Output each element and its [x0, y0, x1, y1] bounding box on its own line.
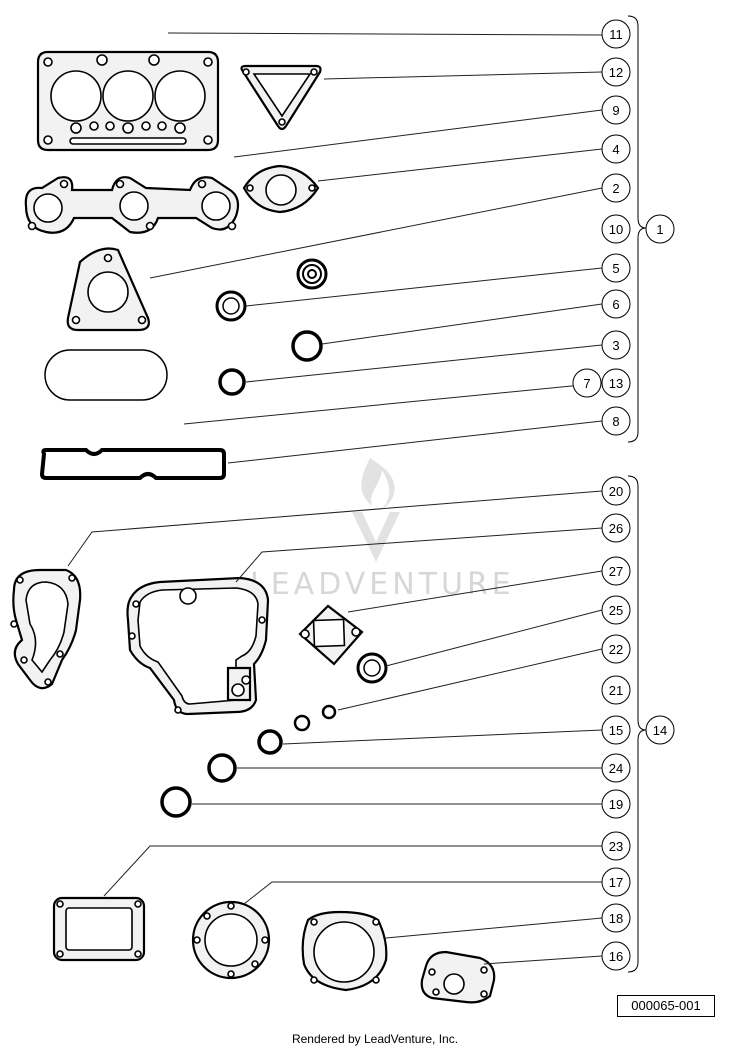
- callout-2[interactable]: 2: [601, 173, 631, 203]
- svg-text:21: 21: [609, 683, 623, 698]
- callout-18[interactable]: 18: [601, 903, 631, 933]
- callout-25[interactable]: 25: [601, 595, 631, 625]
- svg-text:2: 2: [612, 181, 619, 196]
- leader-lines: [67, 32, 603, 965]
- valve-stem-seal[interactable]: [296, 258, 328, 290]
- callout-15[interactable]: 15: [601, 715, 631, 745]
- svg-text:6: 6: [612, 297, 619, 312]
- svg-text:27: 27: [609, 564, 623, 579]
- callout-26[interactable]: 26: [601, 513, 631, 543]
- svg-text:26: 26: [609, 521, 623, 536]
- o-ring-19[interactable]: [160, 786, 192, 818]
- small-plate-gasket[interactable]: [420, 950, 496, 1004]
- svg-text:22: 22: [609, 642, 623, 657]
- svg-text:14: 14: [653, 723, 667, 738]
- round-plate-gasket[interactable]: [191, 900, 271, 980]
- callout-9[interactable]: 9: [601, 95, 631, 125]
- svg-text:7: 7: [583, 376, 590, 391]
- cover-gasket[interactable]: [52, 896, 146, 962]
- watermark-text: LEADVENTURE: [250, 567, 515, 602]
- svg-text:18: 18: [609, 911, 623, 926]
- oval-gasket[interactable]: [44, 349, 168, 401]
- svg-text:1: 1: [656, 222, 663, 237]
- callout-23[interactable]: 23: [601, 831, 631, 861]
- group-bracket-top: [627, 15, 647, 443]
- diamond-gasket[interactable]: [298, 604, 364, 666]
- thermostat-gasket[interactable]: [240, 64, 322, 131]
- callout-27[interactable]: 27: [601, 556, 631, 586]
- footer-credit: Rendered by LeadVenture, Inc.: [291, 1032, 459, 1046]
- rocker-cover-gasket[interactable]: [39, 448, 226, 480]
- callout-5[interactable]: 5: [601, 253, 631, 283]
- flywheel-housing-gasket[interactable]: [301, 910, 388, 992]
- cylinder-head-gasket[interactable]: [36, 50, 220, 152]
- callout-group-1[interactable]: 1: [645, 214, 675, 244]
- callout-19[interactable]: 19: [601, 789, 631, 819]
- callout-6[interactable]: 6: [601, 289, 631, 319]
- svg-text:17: 17: [609, 875, 623, 890]
- callout-17[interactable]: 17: [601, 867, 631, 897]
- svg-text:16: 16: [609, 949, 623, 964]
- svg-text:15: 15: [609, 723, 623, 738]
- leadventure-watermark: LEADVENTURE: [250, 458, 515, 602]
- callout-13[interactable]: 13: [601, 368, 631, 398]
- svg-text:8: 8: [612, 414, 619, 429]
- svg-text:24: 24: [609, 761, 623, 776]
- o-ring-3[interactable]: [218, 368, 246, 396]
- callout-10[interactable]: 10: [601, 214, 631, 244]
- callout-16[interactable]: 16: [601, 941, 631, 971]
- callout-3[interactable]: 3: [601, 330, 631, 360]
- gear-case-gasket[interactable]: [126, 576, 270, 716]
- o-ring-6[interactable]: [291, 330, 323, 362]
- o-ring-15[interactable]: [257, 729, 283, 755]
- flange-gasket[interactable]: [242, 164, 320, 214]
- callout-4[interactable]: 4: [601, 134, 631, 164]
- svg-text:11: 11: [609, 27, 623, 42]
- callout-8[interactable]: 8: [601, 406, 631, 436]
- callout-24[interactable]: 24: [601, 753, 631, 783]
- callout-21[interactable]: 21: [601, 675, 631, 705]
- group-bracket-bottom: [627, 475, 647, 973]
- seal-ring-5[interactable]: [215, 290, 247, 322]
- callout-11[interactable]: 11: [601, 19, 631, 49]
- svg-text:3: 3: [612, 338, 619, 353]
- svg-text:20: 20: [609, 484, 623, 499]
- callout-12[interactable]: 12: [601, 57, 631, 87]
- svg-text:10: 10: [609, 222, 623, 237]
- svg-text:23: 23: [609, 839, 623, 854]
- callout-22[interactable]: 22: [601, 634, 631, 664]
- water-pump-gasket[interactable]: [10, 568, 82, 690]
- callout-group-14[interactable]: 14: [645, 715, 675, 745]
- o-ring-22[interactable]: [321, 704, 337, 720]
- svg-text:12: 12: [609, 65, 623, 80]
- svg-text:13: 13: [609, 376, 623, 391]
- svg-text:5: 5: [612, 261, 619, 276]
- svg-text:25: 25: [609, 603, 623, 618]
- water-pump-flange-gasket[interactable]: [66, 247, 150, 332]
- seal-ring-25[interactable]: [356, 652, 388, 684]
- callout-7[interactable]: 7: [572, 368, 602, 398]
- o-ring-21[interactable]: [293, 714, 311, 732]
- o-ring-24[interactable]: [207, 753, 237, 783]
- svg-text:4: 4: [612, 142, 619, 157]
- reference-code: 000065-001: [617, 995, 715, 1017]
- svg-text:19: 19: [609, 797, 623, 812]
- exhaust-manifold-gasket[interactable]: [24, 176, 240, 234]
- callout-20[interactable]: 20: [601, 476, 631, 506]
- svg-text:9: 9: [612, 103, 619, 118]
